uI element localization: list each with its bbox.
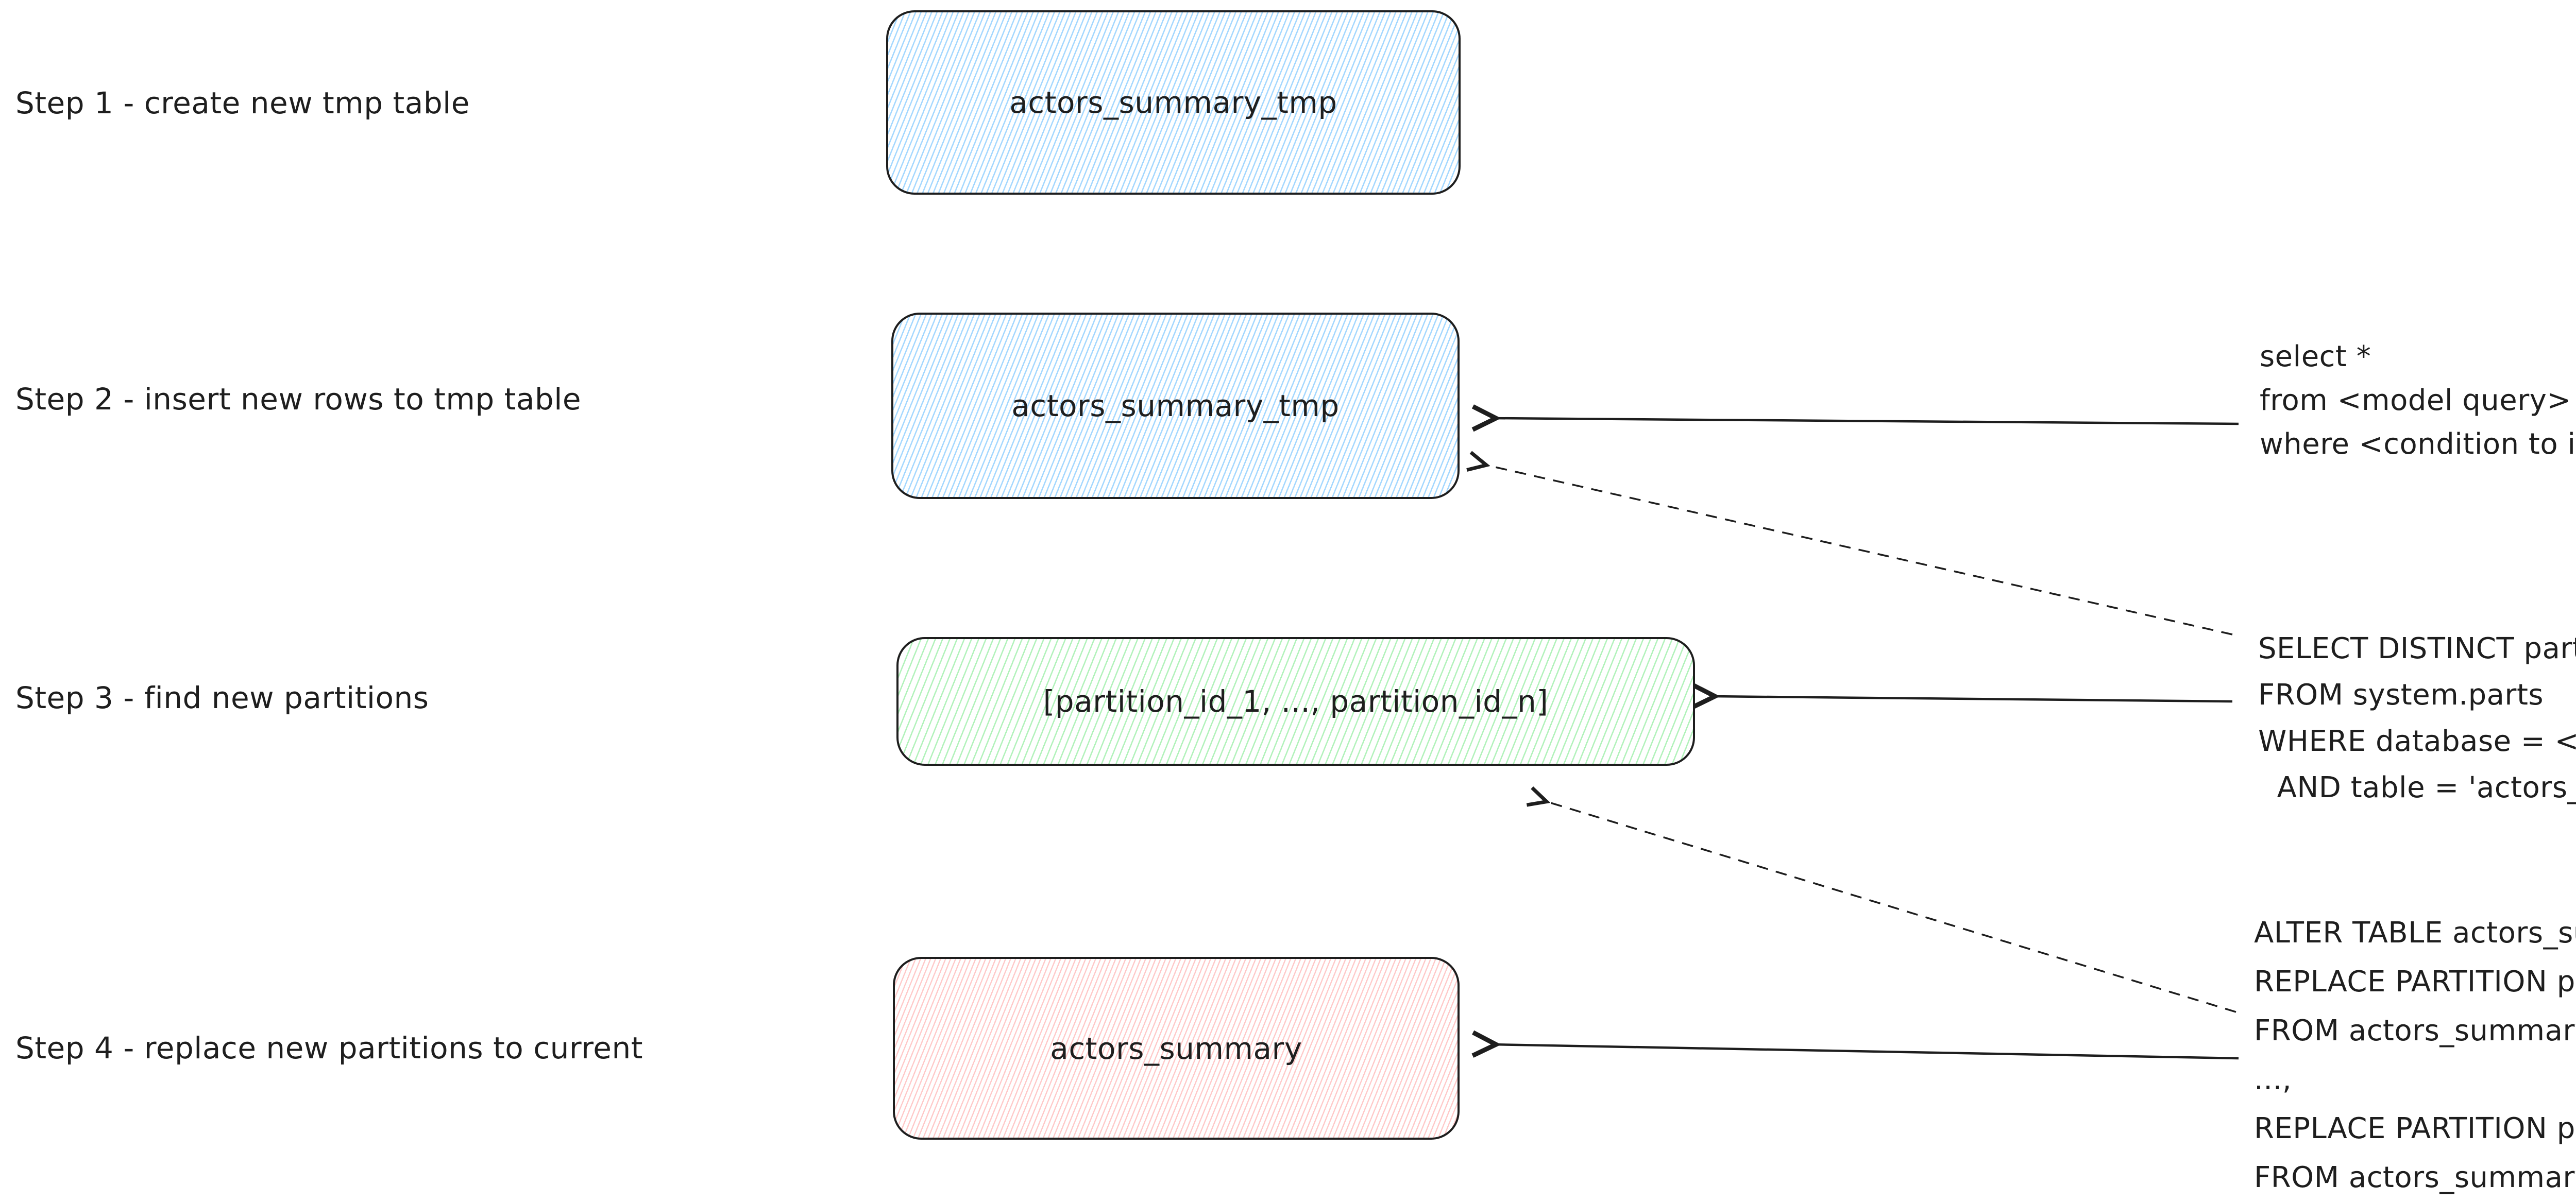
find-partitions-sql-annotation: SELECT DISTINCT partition_id FROM system… — [2258, 626, 2576, 811]
find-partitions-sql-line: WHERE database = <database> — [2258, 725, 2576, 758]
arrow-insert-sql-to-tmp-table[interactable] — [1493, 418, 2239, 424]
tmp-table-node-step2[interactable]: actors_summary_tmp — [891, 313, 1460, 499]
replace-partitions-sql-line: FROM actors_summary_tmp, — [2254, 1014, 2576, 1048]
insert-sql-line: select * — [2260, 340, 2371, 373]
arrow-find-sql-to-partition-list[interactable] — [1711, 696, 2233, 701]
find-partitions-sql-line: FROM system.parts — [2258, 678, 2544, 712]
partition-list-node-label: [partition_id_1, ..., partition_id_n] — [1043, 684, 1549, 719]
step3-label: Step 3 - find new partitions — [15, 680, 429, 715]
replace-partitions-sql-line: ALTER TABLE actors_summary — [2254, 916, 2576, 950]
arrow-replace-sql-to-current-table[interactable] — [1493, 1044, 2239, 1060]
current-table-node[interactable]: actors_summary — [893, 957, 1460, 1140]
tmp-table-node-step1-label: actors_summary_tmp — [1009, 85, 1337, 120]
replace-partitions-sql-line: REPLACE PARTITION partition_id_1 — [2254, 965, 2576, 999]
step2-label: Step 2 - insert new rows to tmp table — [15, 382, 582, 417]
replace-partitions-sql-line: FROM actors_summary_tmp, — [2254, 1161, 2576, 1194]
tmp-table-node-step2-label: actors_summary_tmp — [1011, 388, 1340, 423]
insert-sql-line: from <model query> — [2260, 384, 2571, 417]
step1-label: Step 1 - create new tmp table — [15, 85, 470, 121]
dashed-arrow-find-sql-to-tmp-table[interactable] — [1484, 465, 2233, 636]
replace-partitions-sql-line: REPLACE PARTITION partition_id_n — [2254, 1112, 2576, 1145]
find-partitions-sql-line: SELECT DISTINCT partition_id — [2258, 632, 2576, 665]
tmp-table-node-step1[interactable]: actors_summary_tmp — [886, 10, 1461, 195]
current-table-node-label: actors_summary — [1050, 1031, 1302, 1066]
partition-list-node[interactable]: [partition_id_1, ..., partition_id_n] — [896, 637, 1695, 766]
insert-sql-line: where <condition to identify new> — [2260, 427, 2576, 461]
dashed-arrow-replace-sql-to-partition-list[interactable] — [1544, 801, 2236, 1013]
replace-partitions-sql-annotation: ALTER TABLE actors_summary REPLACE PARTI… — [2254, 908, 2576, 1202]
find-partitions-sql-line: AND table = 'actors_summary_tmp' — [2277, 771, 2576, 804]
replace-partitions-sql-line: ..., — [2254, 1063, 2292, 1096]
step4-label: Step 4 - replace new partitions to curre… — [15, 1031, 643, 1066]
insert-sql-annotation: select * from <model query> where <condi… — [2260, 335, 2576, 466]
